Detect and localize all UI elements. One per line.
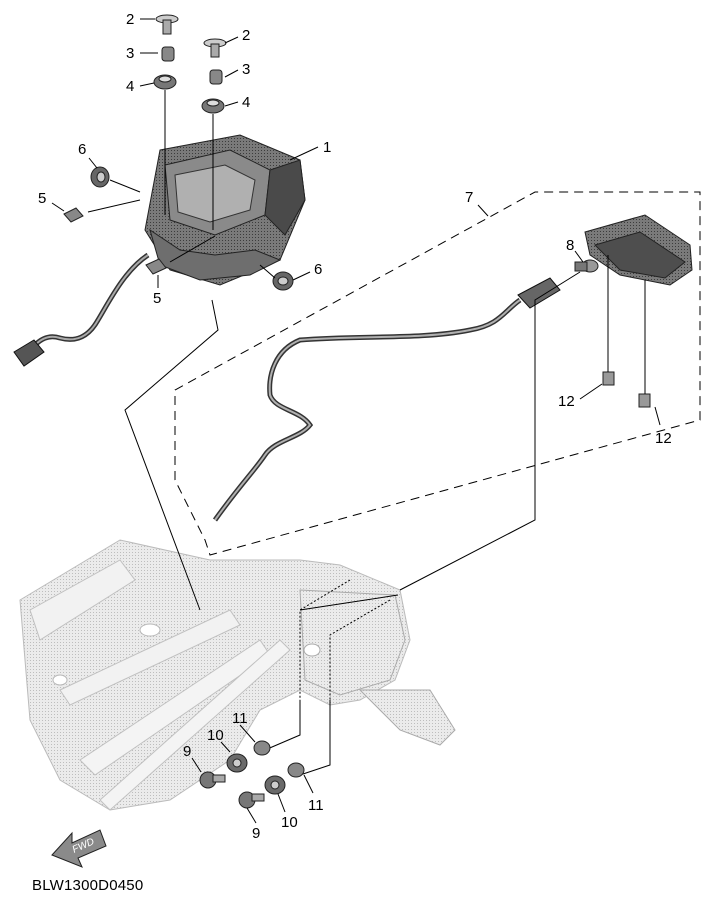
nut-12-left	[602, 371, 615, 386]
callout-5-right: 5	[153, 290, 161, 307]
callouts: 2 3 4 2 3 4 1 6 5 5 6 7 8 12 12 11 10 9 …	[38, 11, 672, 842]
damper-6-right	[272, 271, 294, 291]
callout-12-left: 12	[558, 393, 575, 410]
forward-direction-arrow: FWD	[51, 829, 107, 868]
callout-5-left: 5	[38, 190, 46, 207]
screw-2-right	[203, 38, 227, 58]
callout-6-right: 6	[314, 261, 322, 278]
collar-3-right	[209, 69, 223, 85]
callout-1: 1	[323, 139, 331, 156]
callout-6-left: 6	[78, 141, 86, 158]
callout-3-right: 3	[242, 61, 250, 78]
grommet-4-right	[201, 98, 225, 114]
callout-12-right: 12	[655, 430, 672, 447]
bolt-11-right	[287, 762, 305, 778]
nut-5-right	[145, 258, 167, 275]
license-light-cover	[584, 214, 693, 286]
assembly-lines-right	[299, 255, 646, 611]
callout-10-right: 10	[281, 814, 298, 831]
collar-3-left	[161, 46, 175, 62]
callout-8: 8	[566, 237, 574, 254]
callout-11-right: 11	[308, 797, 324, 814]
callout-2-left: 2	[126, 11, 134, 28]
license-light-socket	[517, 277, 561, 309]
callout-11-left: 11	[232, 710, 248, 727]
bulb-8	[574, 259, 599, 273]
hidden-assembly-lines	[299, 579, 391, 700]
callout-9-right: 9	[252, 825, 260, 842]
tail-light-connector	[13, 339, 45, 367]
callout-3-left: 3	[126, 45, 134, 62]
tail-light-unit	[144, 134, 306, 286]
nut-5-left	[63, 207, 84, 223]
bolt-11-left	[253, 740, 271, 756]
nut-12-right	[638, 393, 651, 408]
callout-9-left: 9	[183, 743, 191, 760]
callout-2-right: 2	[242, 27, 250, 44]
leader-lines	[51, 18, 661, 824]
screw-2-left	[155, 14, 179, 35]
collar-10-left	[226, 753, 248, 773]
license-light-assembly-boundary	[174, 191, 701, 556]
assembly-lines-upper	[87, 90, 276, 611]
bolt-9-left	[199, 771, 226, 789]
bolt-9-right	[238, 791, 265, 809]
drawing-reference-code: BLW1300D0450	[32, 877, 144, 894]
license-light-lead-wire	[212, 297, 522, 522]
callout-7: 7	[465, 189, 473, 206]
callout-4-left: 4	[126, 78, 134, 95]
grommet-4-left	[153, 74, 177, 90]
damper-6-left	[90, 166, 110, 188]
frame-structure	[19, 539, 456, 811]
collar-10-right	[264, 775, 286, 795]
assembly-lines-lower	[264, 700, 331, 776]
callout-4-right: 4	[242, 94, 250, 111]
callout-10-left: 10	[207, 727, 224, 744]
